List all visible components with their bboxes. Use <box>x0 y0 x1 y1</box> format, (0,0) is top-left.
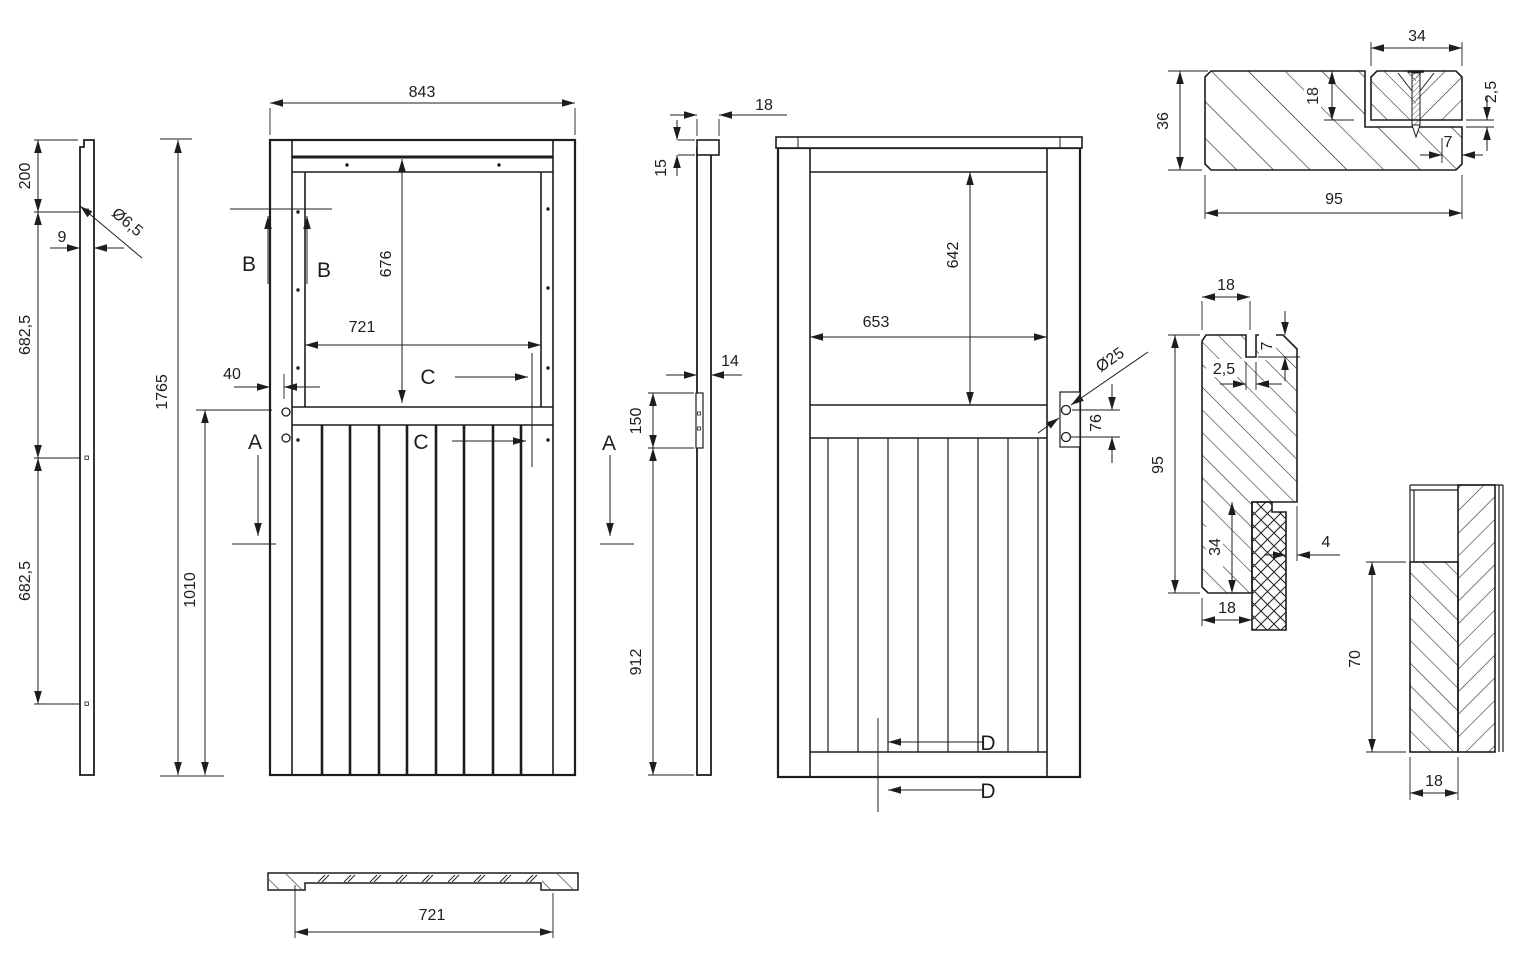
screw-dots <box>296 163 550 442</box>
hinge-hole-icon <box>281 407 291 417</box>
dim-profile-thickness: 9 <box>58 229 67 246</box>
door-outline <box>776 146 1082 779</box>
edge-view: 18 15 14 150 912 A <box>600 97 787 776</box>
plank-section-outline <box>1251 501 1287 631</box>
dim-front-opening-width: 721 <box>349 319 376 336</box>
profile-board-outline <box>79 139 95 776</box>
inner-plank-section <box>1409 561 1459 753</box>
plank-tongue-marks <box>317 874 538 883</box>
dim-profile-spacing-lower: 682,5 <box>17 561 34 601</box>
label-halo <box>1206 527 1223 567</box>
top-rail-detail: 34 2,5 18 7 36 95 <box>1155 28 1500 219</box>
label-halo <box>1304 80 1321 114</box>
dim-rail-height: 36 <box>1155 112 1172 130</box>
dim-stile-top-width: 18 <box>1217 277 1235 294</box>
bead-hatch-right <box>1416 71 1462 120</box>
dim-stile-bottom-width: 18 <box>1218 600 1236 617</box>
hinge-plate-hole-icon <box>697 426 701 431</box>
dim-stile-groove-width: 2,5 <box>1213 361 1235 378</box>
section-label-a: A <box>248 431 262 454</box>
front-elevation-view: 843 1765 1010 721 676 40 B B A C C <box>154 84 577 777</box>
label-halo <box>1206 359 1244 377</box>
fixing-hole-icon <box>84 701 89 706</box>
dim-edge-hinge-plate: 150 <box>628 408 645 435</box>
dim-stile-groove-depth: 7 <box>1259 341 1276 350</box>
dim-rear-bore-dia: Ø25 <box>1093 345 1128 376</box>
latch-hole-icon <box>1060 431 1072 443</box>
section-label-d: D <box>980 732 995 755</box>
bore-dia-leader <box>1070 351 1149 406</box>
bottom-section-view: 721 <box>267 872 579 938</box>
plank-joints <box>827 438 1039 752</box>
hinge-hole-icon <box>281 433 291 443</box>
glazing-bead-outline <box>1370 70 1463 121</box>
dim-rail-width: 95 <box>1325 191 1343 208</box>
section-label-c: C <box>420 366 435 389</box>
dim-section-width: 721 <box>419 907 446 924</box>
dim-plank-overlap: 70 <box>1347 650 1364 668</box>
side-profile-view: Ø6,5 200 682,5 682,5 9 <box>17 139 146 776</box>
dim-stile-length: 95 <box>1150 456 1167 474</box>
dim-rail-glass-gap: 2,5 <box>1483 81 1500 103</box>
top-capping-strip <box>696 139 720 156</box>
dim-edge-lower-height: 912 <box>628 649 645 676</box>
dim-rear-opening-width: 653 <box>863 314 890 331</box>
dim-stile-overlap: 34 <box>1207 538 1224 556</box>
plank-joint-detail: 70 18 <box>1347 484 1504 800</box>
fixing-hole-icon <box>84 455 89 460</box>
dim-edge-leaf-thickness: 14 <box>721 353 739 370</box>
section-label-a: A <box>602 432 616 455</box>
screw-icon <box>1397 70 1435 139</box>
dim-edge-top-thickness: 18 <box>755 97 773 114</box>
rear-elevation-view: Ø25 76 642 653 D D <box>775 136 1149 812</box>
bore-dia-leader <box>1037 417 1060 434</box>
stile-hatch <box>269 874 304 889</box>
stile-section-outline <box>1201 334 1298 594</box>
dim-front-width: 843 <box>409 84 436 101</box>
stile-detail: 18 7 2,5 95 34 4 18 <box>1150 277 1340 631</box>
hole-dia-leader <box>79 205 143 259</box>
section-label-d: D <box>980 780 995 803</box>
outer-plank-section <box>1457 484 1496 753</box>
bead-hatch-left <box>1371 71 1416 120</box>
section-label-c: C <box>413 431 428 454</box>
latch-hole-icon <box>1060 404 1072 416</box>
dim-profile-spacing-upper: 682,5 <box>17 315 34 355</box>
dim-stile-offset: 4 <box>1322 534 1331 551</box>
dim-rail-lip: 7 <box>1444 134 1453 151</box>
hinge-plate <box>695 392 704 449</box>
dim-rear-opening-height: 642 <box>945 242 962 269</box>
section-label-b: B <box>242 253 256 276</box>
dim-front-height: 1765 <box>154 374 171 410</box>
dim-front-hinge-offset: 40 <box>223 366 241 383</box>
label-halo <box>1259 332 1276 360</box>
rail-section-outline <box>1204 70 1463 171</box>
plank-grooves <box>320 425 523 775</box>
section-label-b: B <box>317 259 331 282</box>
dim-edge-top-lip: 15 <box>653 159 670 177</box>
dim-front-lower-height: 1010 <box>182 572 199 608</box>
hinge-plate-hole-icon <box>697 411 701 416</box>
dim-rear-hole-centres: 76 <box>1088 414 1105 432</box>
dim-rail-rebate-depth: 18 <box>1305 87 1322 105</box>
top-capping <box>775 136 1083 149</box>
leaf-edge-outline <box>696 147 712 776</box>
stile-hatch <box>542 874 577 889</box>
label-halo <box>1440 132 1456 150</box>
dim-plank-thickness: 18 <box>1425 773 1443 790</box>
dim-rail-bead-width: 34 <box>1408 28 1426 45</box>
dim-profile-top-offset: 200 <box>17 163 34 190</box>
dim-front-opening-height: 676 <box>378 251 395 278</box>
door-outline <box>268 138 577 777</box>
